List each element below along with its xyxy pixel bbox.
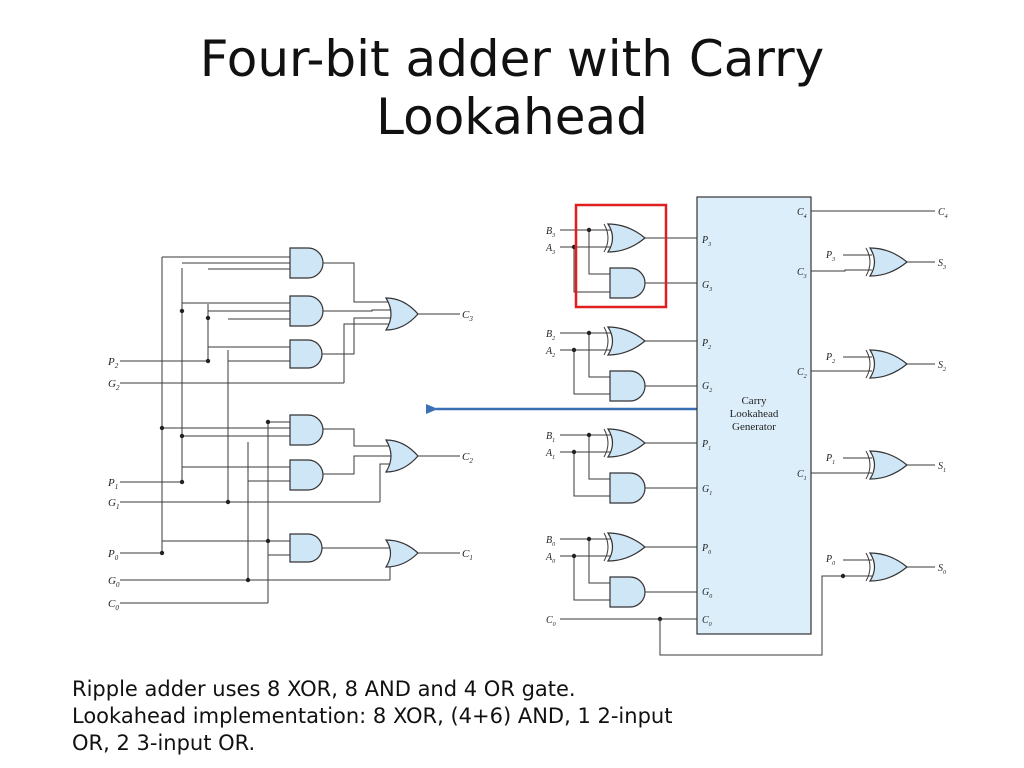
port-g2: G2 (702, 381, 712, 394)
and-gate-c3-a (289, 247, 324, 279)
label-left-c2: C2 (462, 451, 473, 465)
note-line-1: Ripple adder uses 8 XOR, 8 AND and 4 OR … (72, 677, 576, 701)
xor-gate-s3 (868, 247, 908, 277)
label-left-p1: P1 (107, 477, 118, 491)
label-s1: S1 (938, 461, 946, 474)
title-line-2: Lookahead (376, 88, 648, 146)
title-line-1: Four-bit adder with Carry (199, 30, 825, 88)
port-p2: P2 (701, 338, 711, 351)
port-p3: P3 (701, 235, 711, 248)
stage-2: B2 A2 (545, 326, 697, 402)
or-gate-c2 (384, 439, 419, 473)
xor-gate-s2 (868, 349, 908, 379)
note-line-3: OR, 2 3-input OR. (72, 731, 256, 755)
highlight-box (574, 203, 668, 309)
label-left-c3: C3 (462, 309, 473, 323)
port-g0: G0 (702, 587, 712, 600)
generator-label-1: Carry (741, 395, 767, 407)
note-line-2: Lookahead implementation: 8 XOR, (4+6) A… (72, 704, 673, 728)
xor-gate-stage-1 (606, 428, 646, 458)
sum-xor-stages: C4 P3 S3 P2 S2 P1 S1 P0 S0 (811, 207, 948, 582)
label-a3: A3 (545, 243, 555, 256)
generator-label-2: Lookahead (730, 408, 779, 420)
or-gate-c1 (384, 539, 419, 568)
xor-gate-s0 (868, 552, 908, 582)
and-gate-c2-a (289, 414, 324, 446)
port-p0: P0 (701, 543, 711, 556)
and-gate-stage-0 (609, 576, 646, 608)
and-gate-stage-1 (609, 472, 646, 504)
port-g1: G1 (702, 484, 712, 497)
label-left-c0: C0 (108, 598, 119, 612)
or-gate-c3 (384, 297, 419, 331)
slide-title: Four-bit adder with Carry Lookahead (0, 30, 1024, 146)
label-b1: B1 (546, 431, 555, 444)
and-gate-c2-b (289, 459, 324, 491)
and-gate-c1 (289, 533, 323, 563)
label-a1: A1 (545, 448, 555, 461)
stage-3: B3 A3 (545, 223, 697, 299)
label-left-g1: G1 (108, 497, 119, 511)
label-c0-input: C0 (546, 615, 556, 628)
port-g3: G3 (702, 280, 712, 293)
and-gate-stage-2 (609, 370, 646, 402)
and-gate-c3-c (289, 339, 323, 369)
label-b3: B3 (546, 226, 555, 239)
label-s0: S0 (938, 563, 946, 576)
port-c1: C1 (797, 469, 807, 482)
label-c4-output: C4 (938, 207, 948, 220)
and-gate-c3-b (289, 295, 324, 327)
label-left-g2: G2 (108, 378, 120, 392)
and-gate-stage-3 (609, 267, 646, 299)
port-c3: C3 (797, 267, 807, 280)
label-sum-p0: P0 (825, 554, 835, 567)
label-sum-p2: P2 (825, 352, 835, 365)
label-sum-p3: P3 (825, 250, 835, 263)
xor-gate-s1 (868, 450, 908, 480)
generator-block (696, 196, 812, 635)
pg-generation-stages: B3 A3 B2 A2 (545, 223, 846, 656)
label-left-c1: C1 (462, 548, 473, 562)
label-s3: S3 (938, 258, 946, 271)
label-left-p2: P2 (107, 356, 119, 370)
label-b2: B2 (546, 329, 555, 342)
label-a0: A0 (545, 552, 555, 565)
label-s2: S2 (938, 360, 946, 373)
xor-gate-stage-3 (606, 223, 646, 253)
gate-count-notes: Ripple adder uses 8 XOR, 8 AND and 4 OR … (72, 676, 832, 757)
xor-gate-stage-0 (606, 532, 646, 562)
label-a2: A2 (545, 346, 555, 359)
label-left-p0: P0 (107, 548, 119, 562)
label-b0: B0 (546, 535, 555, 548)
generator-label-3: Generator (732, 421, 776, 433)
port-c0: C0 (702, 615, 712, 628)
port-p1: P1 (701, 439, 711, 452)
left-carry-circuit: P2 G2 P1 G1 P0 G0 C0 C3 C2 C1 (107, 247, 473, 612)
stage-0: B0 A0 (545, 532, 697, 608)
xor-gate-stage-2 (606, 326, 646, 356)
label-left-g0: G0 (108, 575, 120, 589)
port-c4: C4 (797, 207, 807, 220)
label-sum-p1: P1 (825, 453, 835, 466)
port-c2: C2 (797, 367, 807, 380)
stage-1: B1 A1 (545, 428, 697, 504)
carry-lookahead-generator: Carry Lookahead Generator C4 C3 C2 C1 P3… (696, 196, 812, 635)
